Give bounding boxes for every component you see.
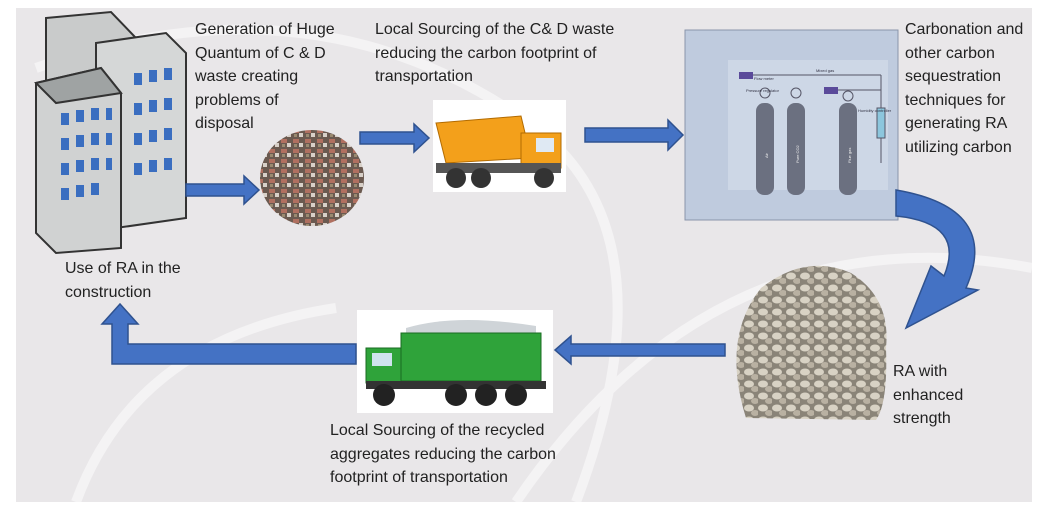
carbonation-apparatus-image: Flow meter Pressure regulator Mixed gas … bbox=[684, 29, 899, 221]
cylinder-air-label: Air bbox=[764, 152, 769, 158]
arrow-waste-to-truck bbox=[359, 122, 431, 154]
flow-meter-label: Flow meter bbox=[754, 76, 774, 81]
cylinder-flue-label: Flue gas bbox=[847, 148, 852, 163]
diagram-graphics: Flow meter Pressure regulator Mixed gas … bbox=[34, 10, 1032, 502]
mixed-gas-label: Mixed gas bbox=[816, 68, 834, 73]
arrow-aggregate-to-truck bbox=[553, 334, 726, 366]
arrow-truck-to-buildings bbox=[100, 302, 357, 365]
pressure-regulator-label: Pressure regulator bbox=[746, 88, 780, 93]
arrow-apparatus-to-aggregate bbox=[895, 189, 981, 330]
local-sourcing-waste-label: Local Sourcing of the C& D waste reducin… bbox=[375, 21, 615, 85]
local-sourcing-aggregates-label: Local Sourcing of the recycled aggregate… bbox=[330, 422, 556, 486]
use-of-ra-label: Use of RA in the construction bbox=[65, 260, 181, 301]
recycled-aggregate-image bbox=[736, 265, 887, 420]
orange-dump-truck-image bbox=[433, 100, 566, 192]
carbonation-label: Carbonation and other carbon sequestrati… bbox=[905, 21, 1024, 156]
diagram-canvas: Flow meter Pressure regulator Mixed gas … bbox=[16, 8, 1032, 502]
humidity-controller-label: Humidity controller bbox=[858, 108, 892, 113]
generation-label: Generation of Huge Quantum of C & D wast… bbox=[195, 21, 335, 132]
arrow-truck-to-apparatus bbox=[584, 118, 685, 152]
arrow-buildings-to-waste bbox=[185, 174, 261, 206]
ra-enhanced-label: RA with enhanced strength bbox=[893, 363, 964, 427]
cylinder-co2-label: Pure CO2 bbox=[795, 144, 800, 163]
buildings-image bbox=[34, 10, 187, 255]
green-dump-truck-image bbox=[357, 310, 553, 413]
cd-waste-image bbox=[260, 130, 364, 226]
